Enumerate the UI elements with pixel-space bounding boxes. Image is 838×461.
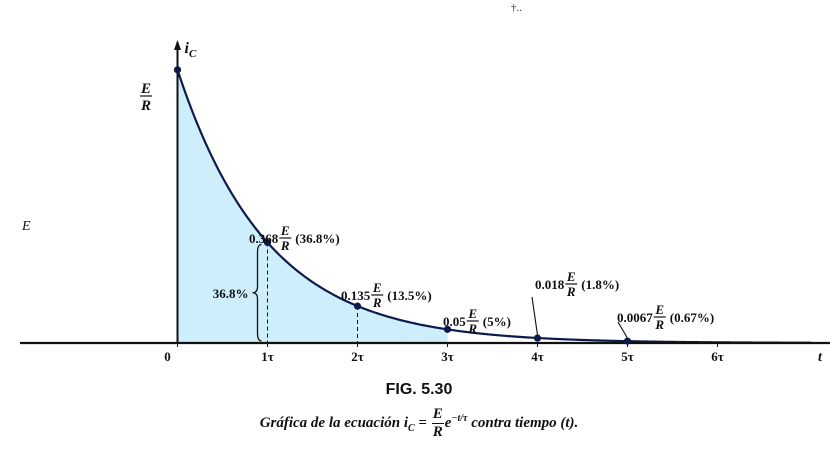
point-label-frac-5-den: R (654, 317, 664, 332)
x-tick-label-2: 2τ (351, 349, 364, 364)
caption-exp-power: −t/τ (451, 412, 468, 424)
y-axis-label-main: i (185, 40, 190, 57)
data-point-3 (443, 325, 452, 333)
data-point-2 (353, 302, 362, 310)
point-label-coef-5: 0.0067 (617, 310, 653, 325)
start-value-label: ER (140, 81, 152, 114)
caption-ic-main: i (403, 414, 408, 431)
point-label-percent-5: (0.67%) (670, 310, 714, 325)
point-label-coef-3: 0.05 (443, 314, 466, 329)
brace-label: 36.8% (213, 286, 249, 301)
y-axis-label-sub: C (189, 48, 197, 60)
left-label-e: E (21, 219, 31, 234)
point-label-frac-3: ER (466, 306, 479, 336)
x-tick-label-5: 5τ (621, 349, 634, 364)
y-axis-arrow (174, 40, 181, 50)
point-label-frac-2-num: E (372, 280, 382, 295)
caption-frac-num: E (431, 406, 444, 424)
x-tick-label-6: 6τ (711, 349, 724, 364)
point-label-frac-3-num: E (467, 306, 477, 321)
point-label-coef-4: 0.018 (535, 277, 565, 292)
point-label-frac-4: ER (565, 269, 578, 299)
x-tick-label-4: 4τ (531, 349, 544, 364)
leader-line-5 (617, 321, 628, 339)
point-label-percent-1: (36.8%) (295, 231, 339, 246)
caption-frac-den: R (432, 424, 443, 440)
percent-brace (252, 243, 262, 342)
data-point-0 (173, 66, 182, 74)
point-label-percent-3: (5%) (483, 314, 511, 329)
y-axis-label: iC (185, 40, 197, 60)
point-label-frac-4-num: E (566, 269, 576, 284)
caption-equals: = (418, 414, 427, 431)
point-label-frac-5: ER (653, 302, 666, 332)
x-tick-label-3: 3τ (441, 349, 454, 364)
shaded-area (177, 69, 448, 343)
point-label-coef-2: 0.135 (341, 288, 371, 303)
point-label-frac-1-num: E (280, 223, 290, 238)
leader-line-4 (531, 296, 539, 336)
caption-suffix: contra tiempo (t). (471, 414, 579, 431)
data-point-4 (533, 334, 542, 342)
stray-mark: †.. (511, 2, 522, 14)
point-label-frac-2-den: R (372, 295, 382, 310)
x-axis-label: t (818, 350, 823, 365)
point-label-frac-1-den: R (280, 238, 290, 253)
point-label-percent-2: (13.5%) (387, 288, 431, 303)
point-label-frac-1: ER (279, 223, 292, 253)
x-tick-label-1: 1τ (261, 349, 274, 364)
point-label-frac-4-den: R (566, 284, 576, 299)
point-label-frac-5-num: E (654, 302, 664, 317)
point-label-frac-2: ER (371, 280, 384, 310)
start-value-label-den: R (140, 98, 151, 114)
caption-prefix: Gráfica de la ecuación (259, 414, 404, 431)
caption-ic: iC (403, 414, 415, 434)
data-point-5 (623, 337, 632, 345)
point-label-frac-3-den: R (467, 321, 477, 336)
point-label-coef-1: 0.368 (249, 231, 279, 246)
x-tick-label-0: 0 (164, 349, 171, 364)
caption-ic-sub: C (408, 422, 415, 434)
caption-exp-base: e (444, 414, 452, 431)
point-label-percent-4: (1.8%) (581, 277, 619, 292)
data-point-1 (263, 238, 272, 247)
start-value-label-num: E (140, 81, 151, 97)
figure-number: FIG. 5.30 (385, 381, 453, 398)
